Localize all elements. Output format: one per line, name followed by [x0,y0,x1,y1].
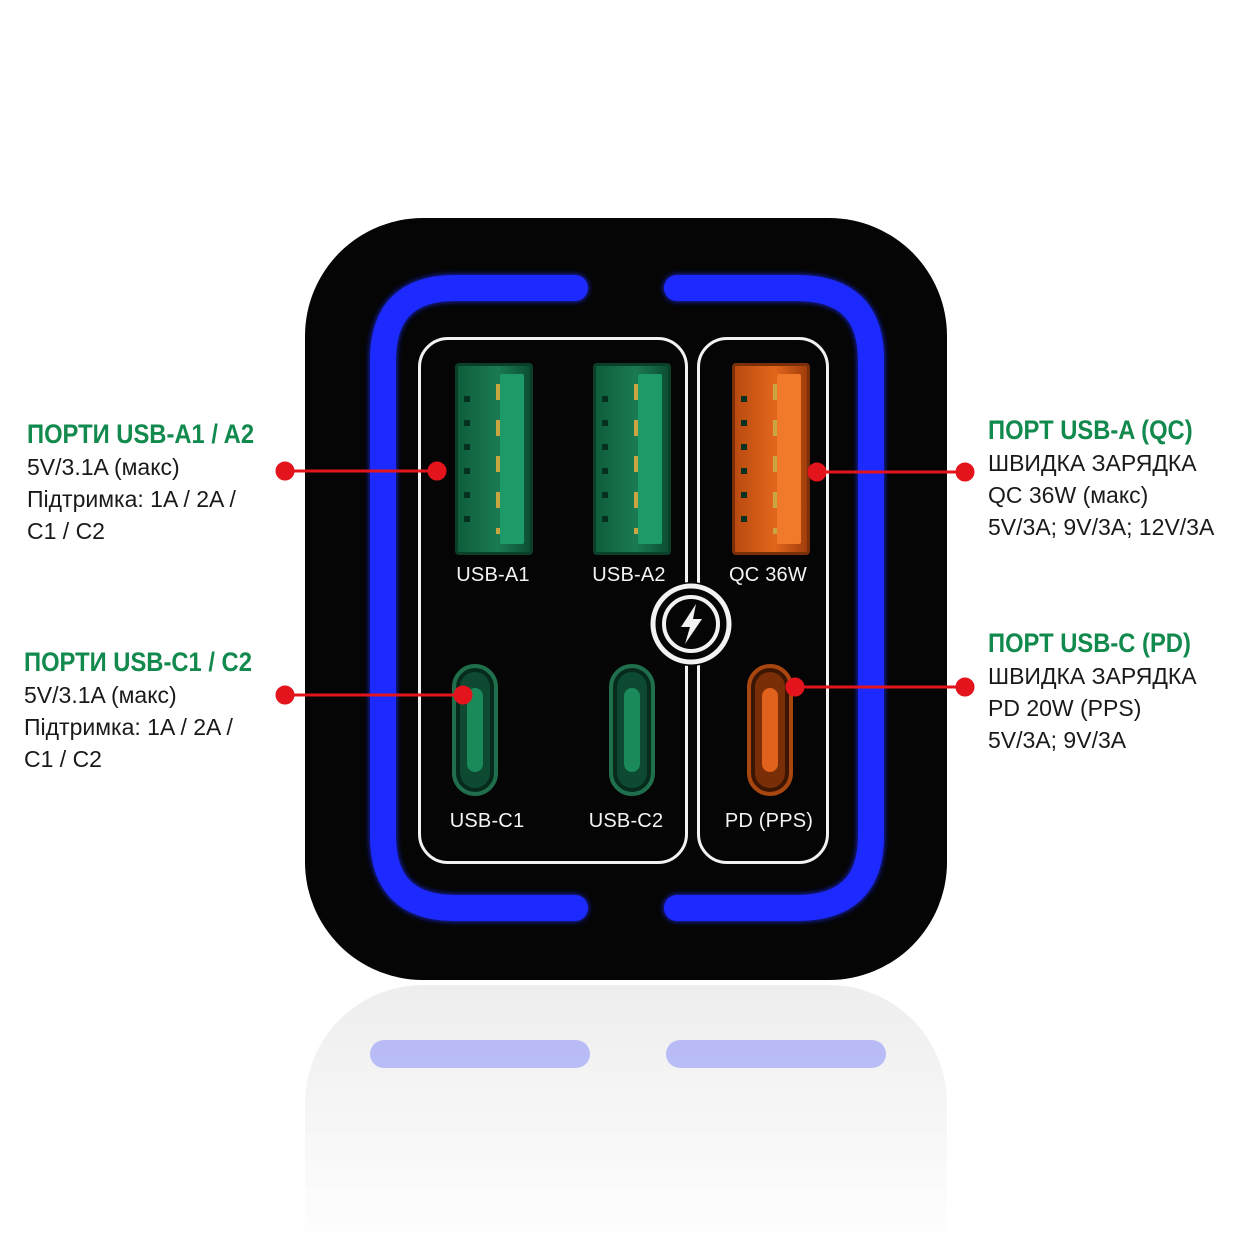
led-segment-left [370,275,588,921]
callout-usb-a-line-1: 5V/3.1A (макс) [27,454,180,480]
callout-usb-a-line-3: C1 / C2 [27,518,105,544]
reflection-led-right [666,1040,886,1068]
callout-qc-title: ПОРТ USB-A (QC) [988,415,1193,445]
callout-pd-line-3: 5V/3A; 9V/3A [988,727,1127,753]
blue-led-ring [370,275,884,921]
callout-pd-line-1: ШВИДКА ЗАРЯДКА [988,663,1197,689]
charger-reflection [305,985,947,1254]
callout-usb-a-line-2: Підтримка: 1A / 2A / [27,486,236,512]
callout-usb-c-title: ПОРТИ USB-C1 / C2 [24,647,252,677]
callout-qc: ПОРТ USB-A (QC) ШВИДКА ЗАРЯДКА QC 36W (м… [988,413,1221,543]
lightning-bolt-icon [649,582,733,666]
callout-pd-line-2: PD 20W (PPS) [988,695,1142,721]
pd-label: PD (PPS) [724,810,814,832]
usb-c2-label: USB-C2 [588,810,664,832]
usb-c2-port [609,664,655,796]
charger-body: USB-A1 USB-A2 QC 36W USB-C1 USB-C2 PD (P… [305,218,947,980]
callout-usb-a-title: ПОРТИ USB-A1 / A2 [27,419,255,449]
callout-qc-line-2: QC 36W (макс) [988,482,1149,508]
callout-qc-line-1: ШВИДКА ЗАРЯДКА [988,450,1197,476]
pd-usb-c-port [747,664,793,796]
usb-a1-label: USB-A1 [456,564,530,586]
callout-usb-c-line-3: C1 / C2 [24,746,102,772]
usb-a1-port [455,363,533,555]
callout-usb-c: ПОРТИ USB-C1 / C2 5V/3.1A (макс) Підтрим… [24,645,283,775]
usb-a2-label: USB-A2 [592,564,666,586]
callout-usb-c-line-2: Підтримка: 1A / 2A / [24,714,233,740]
usb-a2-port [593,363,671,555]
reflection-led-left [370,1040,590,1068]
callout-usb-c-line-1: 5V/3.1A (макс) [24,682,177,708]
callout-pd-title: ПОРТ USB-C (PD) [988,628,1191,658]
led-segment-right [664,275,884,921]
callout-pd: ПОРТ USB-C (PD) ШВИДКА ЗАРЯДКА PD 20W (P… [988,626,1219,756]
usb-c1-label: USB-C1 [449,810,525,832]
usb-c1-port [452,664,498,796]
callout-qc-line-3: 5V/3A; 9V/3A; 12V/3A [988,514,1215,540]
qc-usb-a-port [732,363,810,555]
callout-usb-a: ПОРТИ USB-A1 / A2 5V/3.1A (макс) Підтрим… [27,417,285,547]
qc-label: QC 36W [729,564,807,586]
